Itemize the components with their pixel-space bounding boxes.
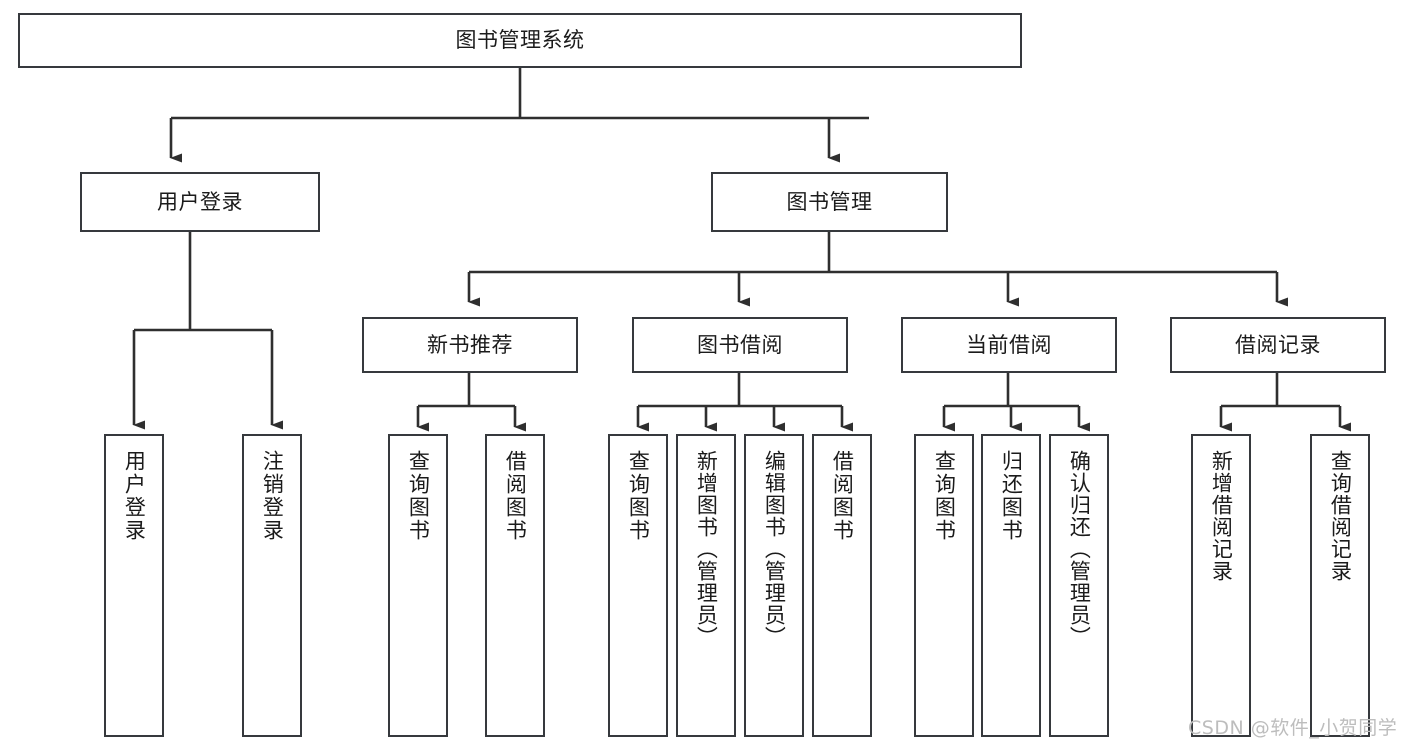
node-leaf-query-book-3[interactable]: 查询图书	[914, 434, 974, 737]
node-leaf-logout-label: 注销登录	[260, 450, 285, 542]
node-leaf-query-record-label: 查询借阅记录	[1328, 450, 1353, 582]
node-book-manage[interactable]: 图书管理	[711, 172, 948, 232]
node-borrow-record[interactable]: 借阅记录	[1170, 317, 1386, 373]
node-leaf-query-book-3-label: 查询图书	[932, 450, 957, 542]
node-new-book-rec-label: 新书推荐	[427, 332, 513, 357]
node-leaf-query-book-2-label: 查询图书	[626, 450, 651, 542]
node-leaf-borrow-book-1[interactable]: 借阅图书	[485, 434, 545, 737]
node-leaf-user-login-label: 用户登录	[122, 450, 147, 542]
node-leaf-borrow-book-2-label: 借阅图书	[830, 450, 855, 542]
node-leaf-return-book[interactable]: 归还图书	[981, 434, 1041, 737]
node-leaf-query-book-1[interactable]: 查询图书	[388, 434, 448, 737]
node-current-borrow[interactable]: 当前借阅	[901, 317, 1117, 373]
node-current-borrow-label: 当前借阅	[966, 332, 1052, 357]
node-leaf-edit-book[interactable]: 编辑图书（管理员）	[744, 434, 804, 737]
node-leaf-borrow-book-1-label: 借阅图书	[503, 450, 528, 542]
node-borrow-record-label: 借阅记录	[1235, 332, 1321, 357]
node-leaf-user-login[interactable]: 用户登录	[104, 434, 164, 737]
node-user-login[interactable]: 用户登录	[80, 172, 320, 232]
node-leaf-query-book-1-label: 查询图书	[406, 450, 431, 542]
node-leaf-add-record[interactable]: 新增借阅记录	[1191, 434, 1251, 737]
node-leaf-add-book-label: 新增图书（管理员）	[694, 450, 719, 648]
node-root[interactable]: 图书管理系统	[18, 13, 1022, 68]
node-root-label: 图书管理系统	[455, 28, 585, 53]
node-leaf-borrow-book-2[interactable]: 借阅图书	[812, 434, 872, 737]
node-leaf-return-book-label: 归还图书	[999, 450, 1024, 542]
node-leaf-logout[interactable]: 注销登录	[242, 434, 302, 737]
node-new-book-rec[interactable]: 新书推荐	[362, 317, 578, 373]
node-book-manage-label: 图书管理	[786, 189, 873, 214]
node-leaf-confirm-return[interactable]: 确认归还（管理员）	[1049, 434, 1109, 737]
node-book-borrow-label: 图书借阅	[697, 332, 783, 357]
node-leaf-edit-book-label: 编辑图书（管理员）	[762, 450, 787, 648]
node-book-borrow[interactable]: 图书借阅	[632, 317, 848, 373]
node-leaf-confirm-return-label: 确认归还（管理员）	[1067, 450, 1092, 648]
node-leaf-add-book[interactable]: 新增图书（管理员）	[676, 434, 736, 737]
node-leaf-add-record-label: 新增借阅记录	[1209, 450, 1234, 582]
node-leaf-query-record[interactable]: 查询借阅记录	[1310, 434, 1370, 737]
node-leaf-query-book-2[interactable]: 查询图书	[608, 434, 668, 737]
node-user-login-label: 用户登录	[157, 189, 243, 214]
